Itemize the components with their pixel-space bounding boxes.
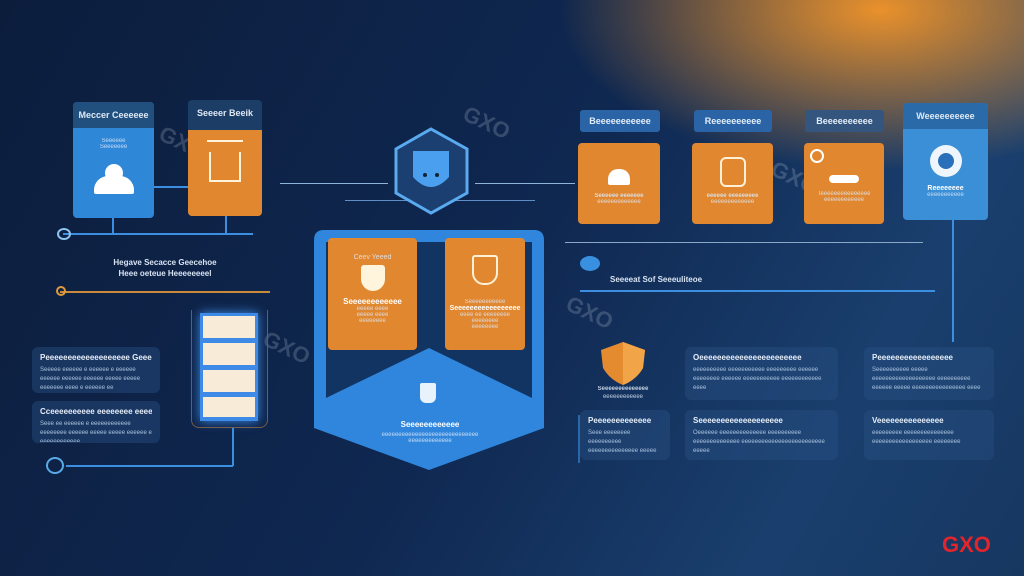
user-card[interactable]: Meccer Ceeeeee Seeeeee Seeeeeee [73, 102, 154, 218]
connector [154, 186, 188, 188]
box-title: Cceeeeeeeeee eeeeeeee eeeeee [40, 407, 152, 416]
info-box: Peeeeeeeeeeeee Seee eeeeeeee eeeeeeeeee … [580, 410, 670, 460]
document-stack[interactable] [191, 310, 268, 428]
connector [112, 218, 114, 234]
connector [565, 242, 923, 243]
certificate-icon [472, 255, 498, 285]
card-header: Seeeer Beeik [196, 108, 254, 118]
box-body: Seeeeeeeeee eeeee eeeeeeeeeeeeeeeeeee ee… [872, 367, 981, 391]
card-title: Ceev Yeeed [353, 254, 392, 261]
card-header: Meccer Ceeeeee [73, 102, 154, 128]
info-box: Peeeeeeeeeeeeeeeeeee Geeeeee Seeeee eeee… [32, 347, 160, 393]
shield-icon [360, 265, 385, 291]
card-title: Seeeeee eeeeeee [594, 193, 644, 199]
card-header: Weeeeeeeeee [903, 103, 988, 129]
center-body: eeeeeeeeeeeeeeeeeeeeeeeeeeeee eeeeeeeeee… [381, 432, 479, 444]
spiral-icon [810, 149, 824, 163]
step-label[interactable]: Reeeeeeeeee [694, 110, 772, 132]
orange-connector [60, 291, 270, 293]
result-card[interactable]: Weeeeeeeeee Reeeeeeee eeeeeeeeeee [903, 103, 988, 220]
card-text: eeeee eeee [356, 312, 389, 318]
connector-label: Seeeeat Sof Seeeuliteoe [610, 275, 703, 284]
connector-circle [46, 457, 64, 474]
connector [63, 233, 253, 235]
info-box: Oeeeeeeeeeeeeeeeeeeeeeee eeeeeeeeee eeee… [685, 347, 838, 400]
info-box: Seeeeeeeeeeeeeeeeeee Oeeeeee eeeeeeeeeee… [685, 410, 838, 460]
step-card[interactable]: eeeeee eeeeeeeee eeeeeeeeeeeee [692, 143, 773, 224]
card-heading: Seeeeeeeeeeee [343, 297, 402, 306]
card-title: Teeeeeeeeeeeeeee [817, 191, 871, 197]
connector-circle [57, 228, 71, 240]
card-text: Seeeeeee [99, 144, 128, 150]
box-body: eeeeeeeee eeeeeeeeeeeeeee eeeeeeeeeeeeee… [872, 430, 961, 445]
house-card[interactable]: Seeeer Beeik [188, 100, 262, 216]
card-text: Seeeeee [101, 138, 126, 144]
shield-caption: Seeeeeeeeeeeeee [597, 386, 649, 392]
badge-icon [420, 383, 436, 403]
card-title: Reeeeeeee [927, 185, 964, 192]
connector [225, 216, 227, 234]
shield-caption: eeeeeeeeeeee [602, 394, 644, 400]
card-heading: Seeeeeeeeeeeeeeeee [449, 305, 521, 312]
box-title: Veeeeeeeeeeeeeee [872, 416, 944, 425]
document-page [203, 343, 255, 365]
card-text: eeeee eeee [356, 306, 389, 312]
logo: GXO [942, 532, 991, 557]
card-text: eeeeeeeeeeee [823, 197, 865, 203]
document-page [203, 397, 255, 417]
connector [580, 290, 935, 292]
card-heading: Seeeeeeeeeee [464, 299, 506, 305]
step-card[interactable]: Teeeeeeeeeeeeeee eeeeeeeeeeee [804, 143, 884, 224]
card-text: eeeeeeee [471, 324, 499, 330]
info-box: Veeeeeeeeeeeeeee eeeeeeeee eeeeeeeeeeeee… [864, 410, 994, 460]
orange-shield-icon [598, 340, 648, 386]
box-body: eeeeeeeeee eeeeeeeeeee eeeeeeeee eeeeee … [693, 367, 822, 391]
connector [66, 465, 233, 467]
box-title: Oeeeeeeeeeeeeeeeeeeeeeee [693, 353, 802, 362]
card-text: eeee ee eeeeeeee [459, 312, 511, 318]
document-page [203, 370, 255, 392]
shield-card[interactable]: Ceev Yeeed Seeeeeeeeeeee eeeee eeee eeee… [328, 238, 417, 350]
box-body: Seeeee eeeeee e eeeeee e eeeeee eeeeee e… [40, 367, 141, 391]
node-circle [580, 256, 600, 271]
scene-icon [829, 175, 859, 183]
box-body: Seee ee eeeeee e eeeeeeeeeeee eeeeeeee e… [40, 421, 152, 442]
emblem-icon [719, 157, 746, 187]
box-body: Seee eeeeeeee eeeeeeeeee eeeeeeeeeeeeeee… [588, 430, 657, 454]
card-text: eeeeeeee [471, 318, 499, 324]
box-title: Peeeeeeeeeeeeeeeee [872, 353, 953, 362]
person-icon [608, 169, 630, 185]
certificate-card[interactable]: Seeeeeeeeeee Seeeeeeeeeeeeeeeee eeee ee … [445, 238, 525, 350]
user-icon [93, 164, 134, 194]
caption: Hegave Secacce Geecehoe [113, 258, 217, 267]
card-text: eeeeeeeeeeeee [597, 199, 641, 205]
globe-icon [929, 145, 962, 177]
shield-face-icon [393, 127, 470, 215]
card-text: eeeeeeee [359, 318, 386, 324]
center-title: Seeeeeeeeeeee [400, 420, 460, 429]
connector [578, 415, 580, 463]
step-label[interactable]: Beeeeeeeeee [805, 110, 884, 132]
connector [475, 183, 575, 184]
document-page [203, 316, 255, 338]
connector-circle [56, 286, 66, 296]
connector [280, 183, 388, 184]
house-icon [207, 140, 243, 182]
box-title: Peeeeeeeeeeeee [588, 416, 652, 425]
caption: Heee oeteue Heeeeeeeel [118, 269, 212, 278]
info-box: Cceeeeeeeeee eeeeeeee eeeeee Seee ee eee… [32, 401, 160, 443]
card-text: eeeeeeeeeeeee [710, 199, 755, 205]
box-title: Peeeeeeeeeeeeeeeeeee Geeeeee [40, 353, 152, 362]
watermark: GXO [562, 290, 618, 335]
connector [232, 428, 234, 466]
step-card[interactable]: Seeeeee eeeeeee eeeeeeeeeeeee [578, 143, 660, 224]
box-body: Oeeeeee eeeeeeeeeeeeee eeeeeeeeee eeeeee… [693, 430, 825, 454]
info-box: Peeeeeeeeeeeeeeeee Seeeeeeeeee eeeee eee… [864, 347, 994, 400]
card-text: eeeeeeeeeee [927, 192, 964, 198]
step-label[interactable]: Beeeeeeeeeee [580, 110, 660, 132]
card-title: eeeeee eeeeeeeee [706, 193, 759, 199]
connector [952, 220, 954, 342]
box-title: Seeeeeeeeeeeeeeeeeee [693, 416, 783, 425]
